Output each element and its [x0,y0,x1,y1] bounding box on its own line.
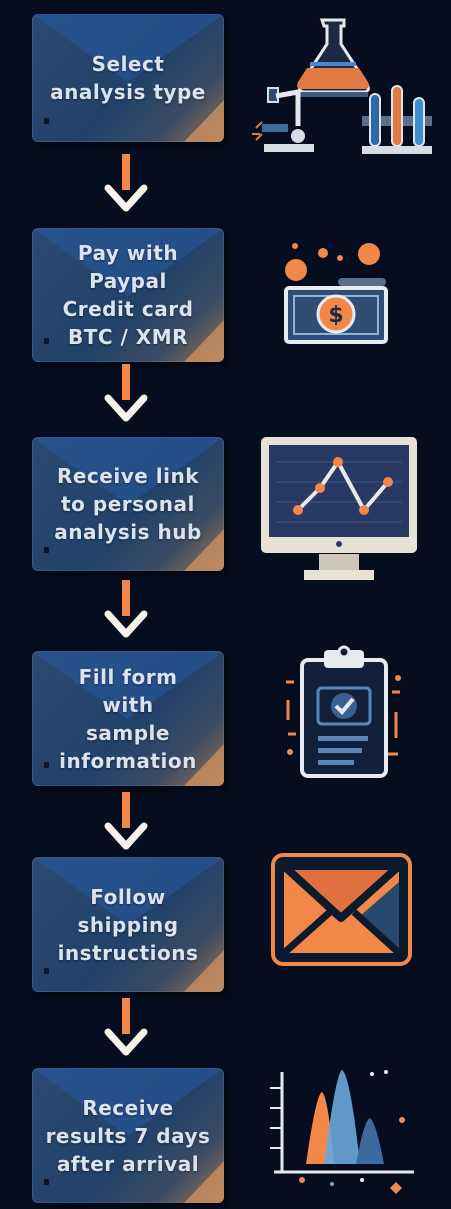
step-corner [184,744,224,786]
step-label: Follow shipping instructions [57,884,199,965]
step-corner [184,950,224,992]
step-fill-form: Fill form with sample information [32,651,224,786]
step-shipping: Follow shipping instructions [32,857,224,992]
step-fold [32,1068,224,1136]
step-fold [32,437,224,505]
step-fold [32,228,224,296]
step-corner [184,320,224,362]
step-fold [32,651,224,719]
lab-glassware-icon [252,18,432,154]
step-dot [44,338,49,344]
step-corner [184,100,224,142]
step-dot [44,547,49,553]
spectrum-chart-icon [270,1070,414,1194]
clipboard-check-icon [286,645,401,778]
down-arrow-icon [104,792,148,850]
step-select-analysis: Select analysis type [32,14,224,142]
step-corner [184,529,224,571]
step-label: Select analysis type [50,52,206,104]
step-corner [184,1161,224,1203]
step-label: Receive link to personal analysis hub [54,464,202,544]
step-fold [32,857,224,925]
down-arrow-icon [104,998,148,1056]
money-icon: $ [284,243,388,344]
step-label: Pay with Paypal Credit card BTC / XMR [62,241,194,349]
down-arrow-icon [104,154,148,212]
step-receive-link: Receive link to personal analysis hub [32,437,224,571]
step-label: Fill form with sample information [59,664,197,773]
step-receive-results: Receive results 7 days after arrival [32,1068,224,1203]
step-pay: Pay with Paypal Credit card BTC / XMR [32,228,224,362]
down-arrow-icon [104,364,148,422]
step-label: Receive results 7 days after arrival [45,1095,211,1176]
step-dot [44,968,49,974]
svg-text:$: $ [328,303,343,328]
step-dot [44,1179,49,1185]
step-fold [32,14,224,82]
step-dot [44,762,49,768]
down-arrow-icon [104,580,148,638]
monitor-chart-icon [261,437,417,580]
envelope-icon [271,853,412,966]
step-dot [44,118,49,124]
